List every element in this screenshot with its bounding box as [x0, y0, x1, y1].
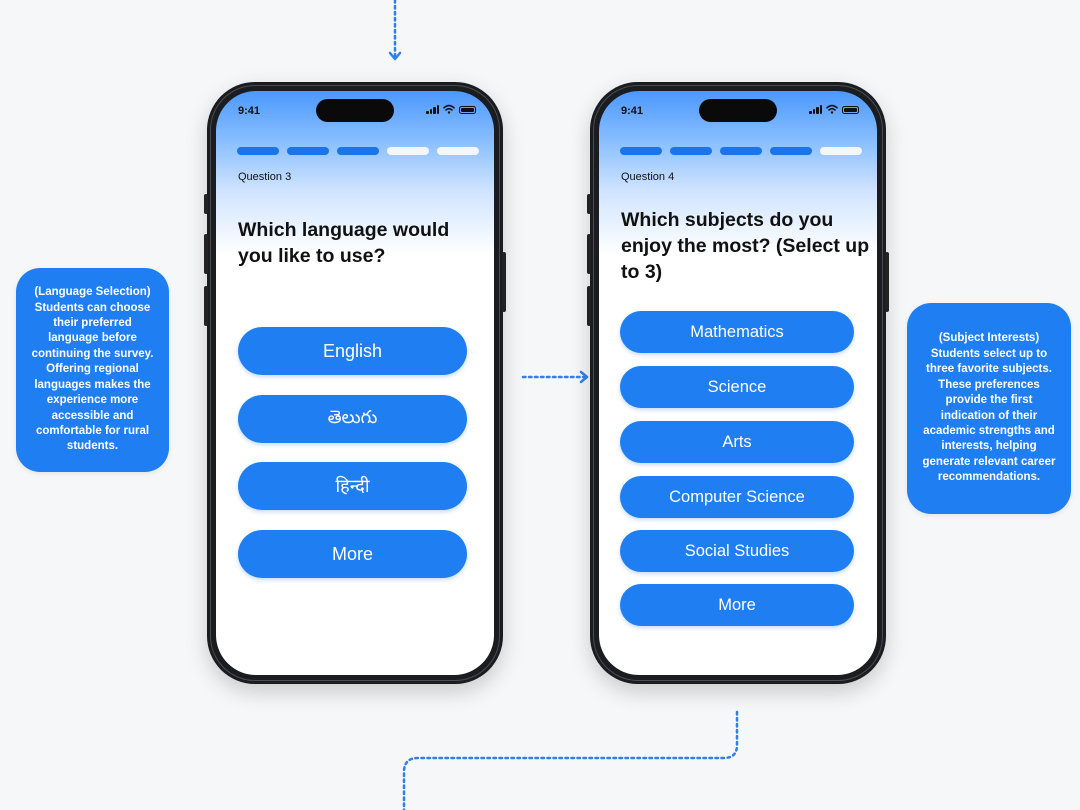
progress-segment	[287, 147, 329, 155]
note-line: Offering regional	[46, 363, 139, 376]
screen: 9:41 Question 4 Which subjects do you en…	[599, 91, 877, 675]
signal-icon	[809, 105, 822, 114]
question-number: Question 4	[621, 171, 675, 183]
option-science-button[interactable]: Science	[620, 366, 854, 408]
note-line: their preferred	[53, 317, 132, 330]
screen: 9:41 Question 3 Which language would you…	[216, 91, 494, 675]
note-line: academic strengths and	[923, 424, 1055, 437]
volume-down-button	[204, 286, 208, 326]
option-mathematics-button[interactable]: Mathematics	[620, 311, 854, 353]
note-line: These preferences	[938, 378, 1040, 391]
volume-down-button	[587, 286, 591, 326]
progress-segment	[237, 147, 279, 155]
note-subject-interests: (Subject Interests) Students select up t…	[907, 303, 1071, 514]
progress-segment	[620, 147, 662, 155]
progress-segment	[387, 147, 429, 155]
action-button	[587, 194, 591, 214]
status-time: 9:41	[238, 105, 261, 117]
note-line: comfortable for rural	[35, 424, 150, 437]
option-more-button[interactable]: More	[620, 584, 854, 626]
note-line: Students can choose	[34, 301, 151, 314]
phone-subjects-screen: 9:41 Question 4 Which subjects do you en…	[587, 82, 889, 684]
note-line: interests, helping	[941, 440, 1037, 453]
arrow-right-icon	[521, 370, 589, 384]
note-subjects-text: (Subject Interests) Students select up t…	[923, 331, 1056, 485]
arrow-down-icon	[388, 0, 402, 61]
battery-icon	[842, 106, 859, 114]
option-computer-science-button[interactable]: Computer Science	[620, 476, 854, 518]
note-line: accessible and	[51, 409, 134, 422]
note-line: (Language Selection)	[34, 286, 151, 299]
progress-segment	[670, 147, 712, 155]
progress-bar	[620, 147, 862, 155]
question-text: Which language would you like to use?	[238, 219, 450, 267]
status-time: 9:41	[621, 105, 644, 117]
dynamic-island	[699, 99, 777, 122]
power-button	[885, 252, 889, 312]
signal-icon	[426, 105, 439, 114]
progress-segment	[337, 147, 379, 155]
wifi-icon	[826, 104, 838, 114]
progress-bar	[237, 147, 479, 155]
option-english-button[interactable]: English	[238, 327, 467, 375]
status-icons	[809, 104, 859, 114]
note-line: (Subject Interests)	[938, 332, 1040, 345]
note-line: students.	[66, 440, 119, 453]
progress-segment	[720, 147, 762, 155]
note-line: language before	[48, 332, 137, 345]
option-social-studies-button[interactable]: Social Studies	[620, 530, 854, 572]
note-line: generate relevant career	[922, 455, 1056, 468]
dynamic-island	[316, 99, 394, 122]
note-line: recommendations.	[937, 471, 1041, 484]
flow-connector-line	[402, 710, 739, 810]
progress-segment	[770, 147, 812, 155]
question-text: Which subjects do you enjoy the most? (S…	[621, 209, 870, 283]
note-line: provide the first	[945, 394, 1033, 407]
note-line: continuing the survey.	[31, 347, 154, 360]
option-arts-button[interactable]: Arts	[620, 421, 854, 463]
option-hindi-button[interactable]: हिन्दी	[238, 462, 467, 510]
note-language-selection: (Language Selection) Students can choose…	[16, 268, 169, 472]
power-button	[502, 252, 506, 312]
wifi-icon	[443, 104, 455, 114]
note-language-text: (Language Selection) Students can choose…	[32, 285, 154, 454]
volume-up-button	[204, 234, 208, 274]
note-line: three favorite subjects.	[926, 363, 1052, 376]
status-icons	[426, 104, 476, 114]
note-line: experience more	[46, 394, 139, 407]
note-line: languages makes the	[34, 378, 151, 391]
option-telugu-button[interactable]: తెలుగు	[238, 395, 467, 443]
question-number: Question 3	[238, 171, 292, 183]
progress-segment	[820, 147, 862, 155]
option-more-button[interactable]: More	[238, 530, 467, 578]
note-line: indication of their	[940, 409, 1038, 422]
volume-up-button	[587, 234, 591, 274]
progress-segment	[437, 147, 479, 155]
battery-icon	[459, 106, 476, 114]
phone-language-screen: 9:41 Question 3 Which language would you…	[204, 82, 506, 684]
note-line: Students select up to	[930, 347, 1048, 360]
action-button	[204, 194, 208, 214]
